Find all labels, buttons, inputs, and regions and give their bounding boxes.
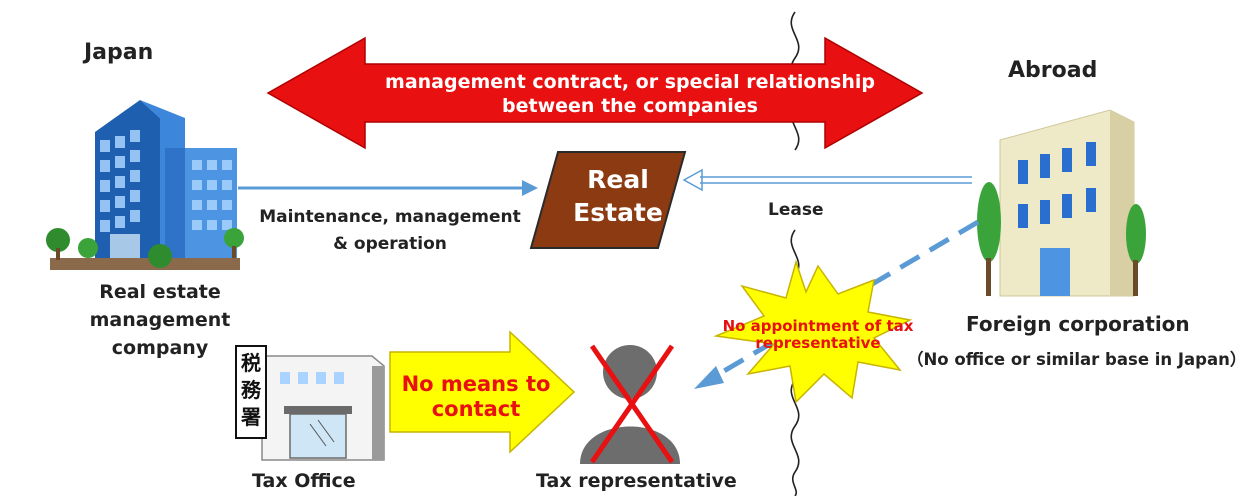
abroad-label: Abroad [1008,58,1098,83]
no-means-arrow [389,330,576,454]
lease-label: Lease [768,200,824,220]
maintenance-arrowhead [522,180,538,196]
cross-icon [589,344,675,464]
japan-label: Japan [84,40,154,65]
real-estate-box [529,151,687,249]
no-office-label: （No office or similar base in Japan） [907,350,1239,369]
contract-label: management contract, or special relation… [385,71,875,117]
tax-office-sign: 税務署 [241,351,261,429]
real-estate-label: Real Estate [573,165,663,227]
office-building-icon [46,100,244,270]
maintenance-label: Maintenance, management & operation [259,207,521,254]
tax-office-label: Tax Office [252,470,356,492]
real-estate-company-label: Real estate management company [89,281,231,359]
tax-representative-label: Tax representative [536,470,737,492]
tax-office-icon [235,345,385,461]
no-appointment-label: No appointment of tax representative [722,317,914,352]
lease-arrowhead [682,168,703,192]
contract-double-arrow [266,36,924,150]
starburst-icon [713,259,913,404]
foreign-corporation-label: Foreign corporation [966,312,1190,336]
foreign-building-icon [977,109,1146,297]
no-means-label: No means to contact [401,372,551,421]
